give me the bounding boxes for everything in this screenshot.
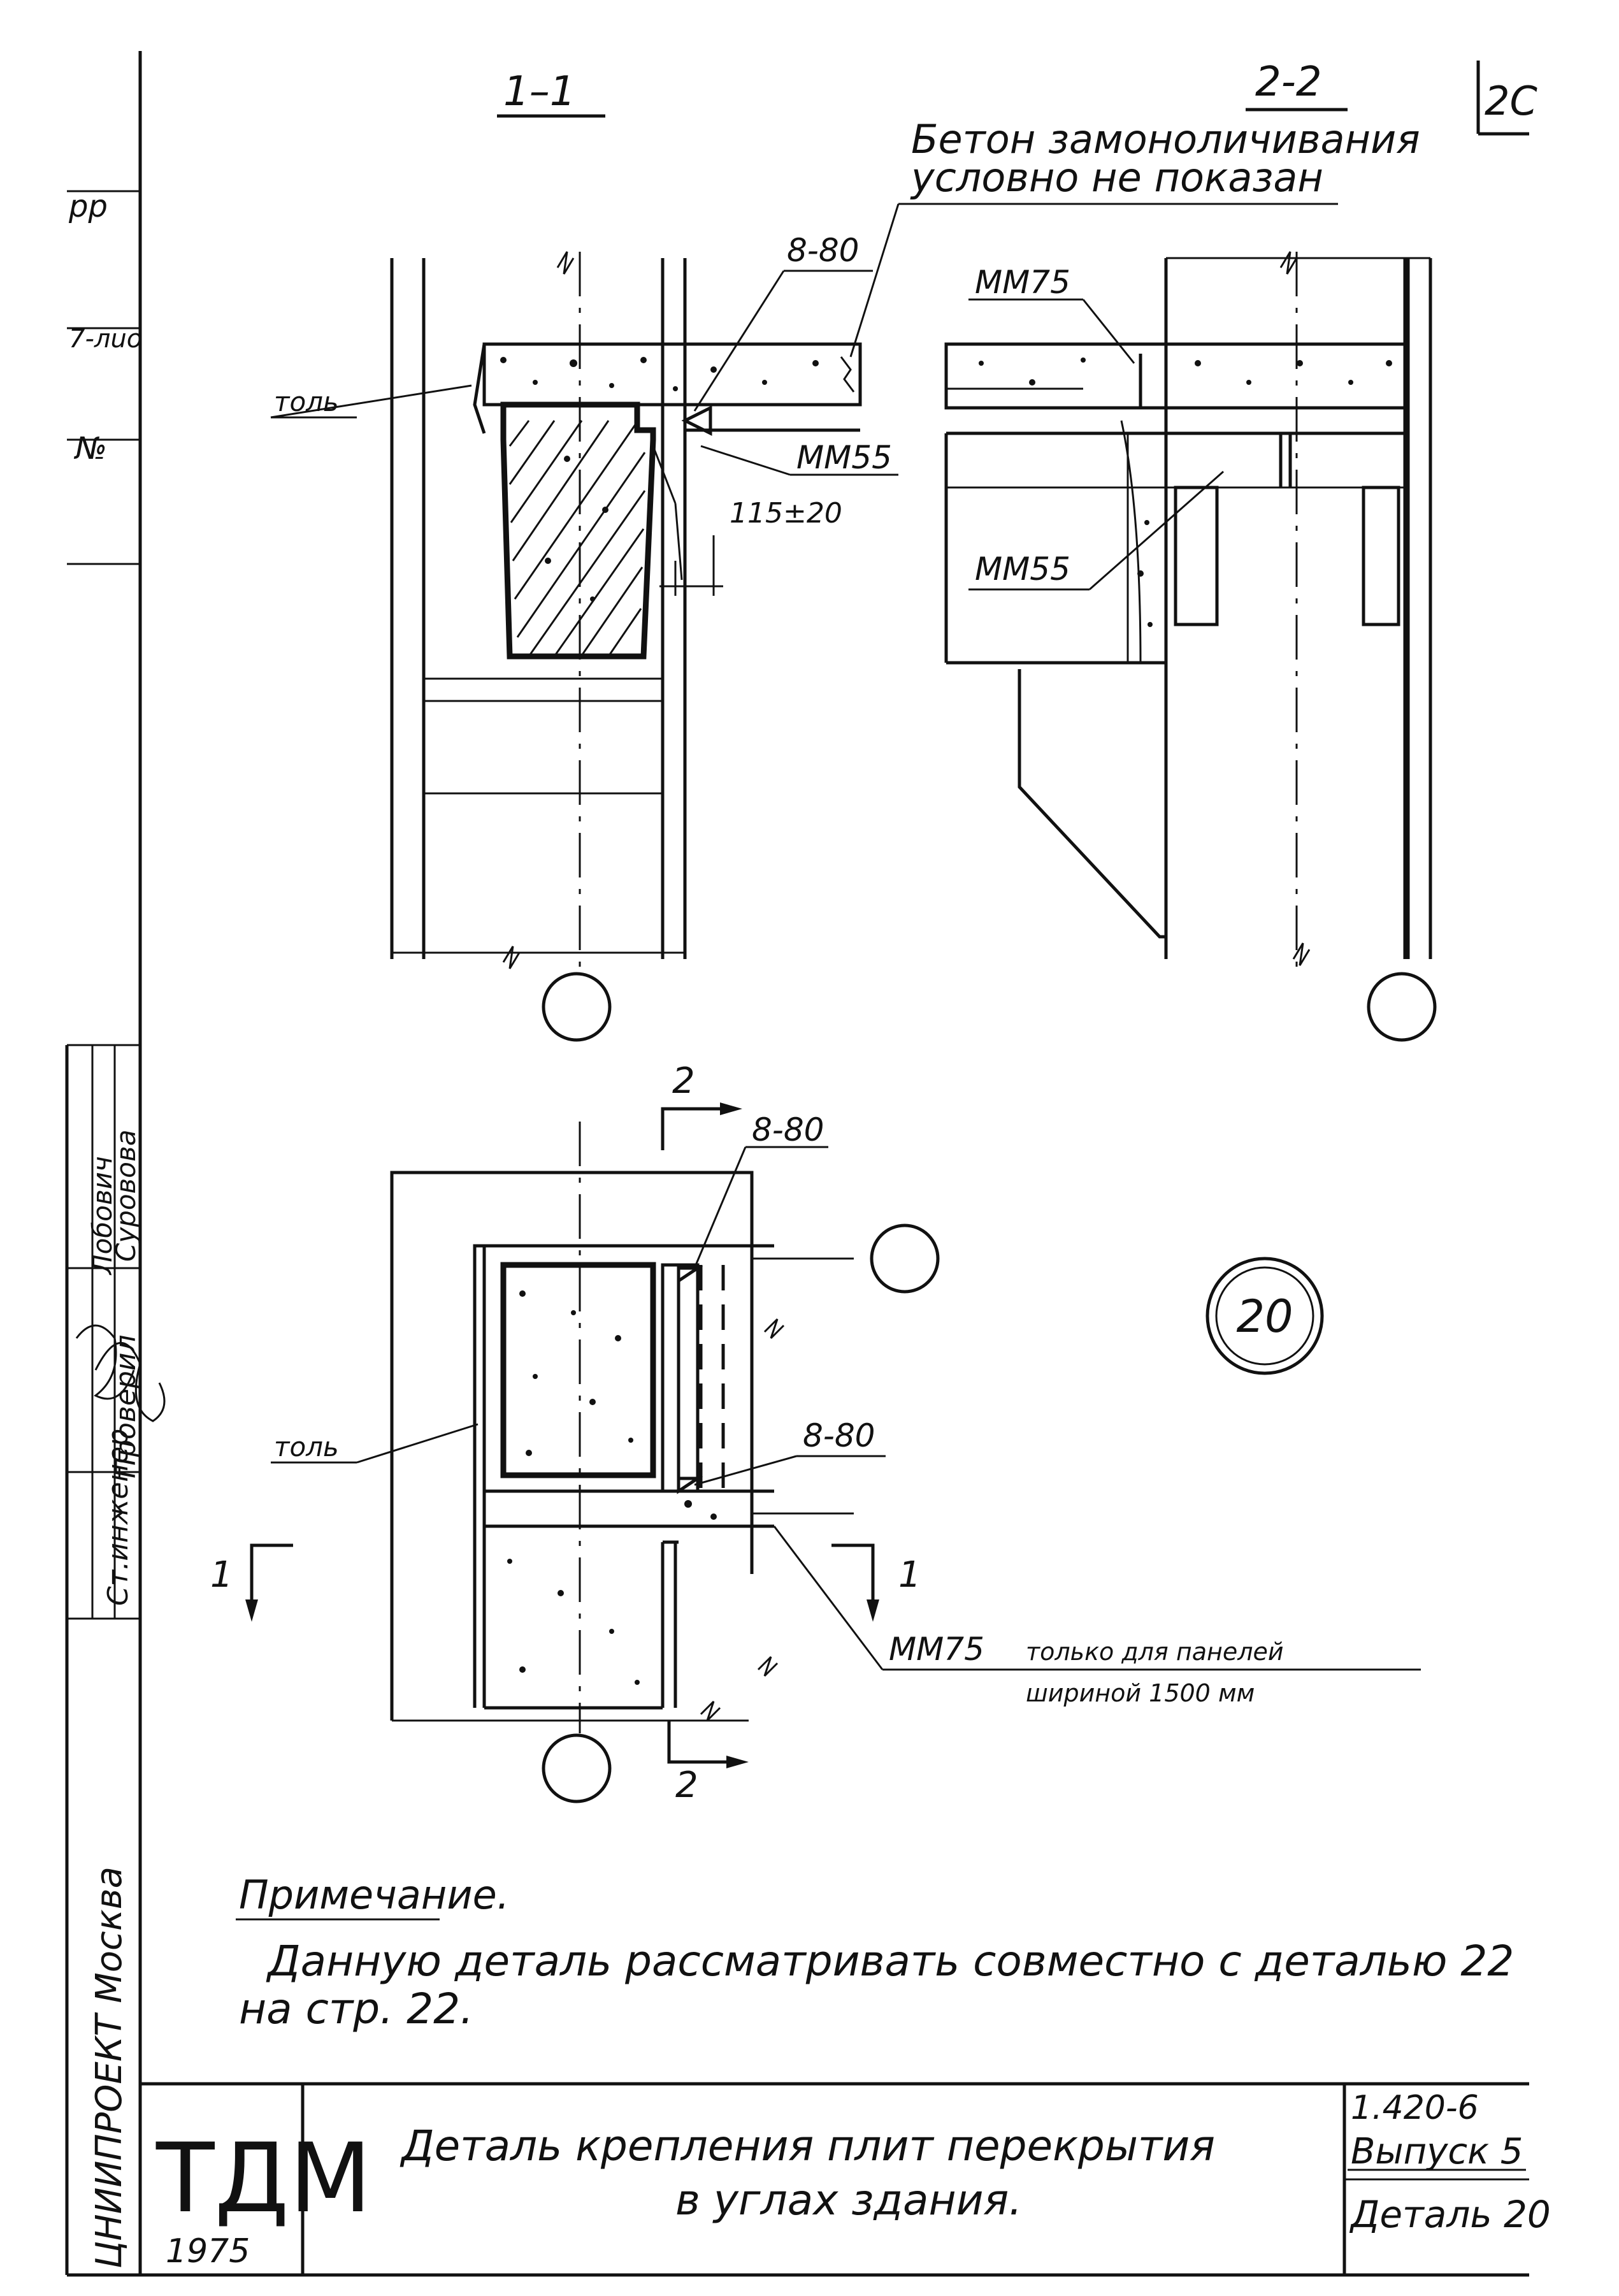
note-text-line-1: Данную деталь рассматривать совместно с …	[266, 1937, 1514, 1986]
concrete-note-line-1: Бетон замоноличивания	[911, 116, 1420, 162]
left-stamp-fragment-2: 7-лuo	[69, 324, 142, 354]
axis-bubble-plan-bottom	[542, 1733, 612, 1803]
mm55-label-1: ММ55	[796, 439, 892, 476]
weld-label-plan-bottom: 8-80	[803, 1417, 875, 1454]
title-series: 1.420-6	[1351, 2089, 1479, 2127]
section-2-2-label: 2-2	[1255, 59, 1322, 106]
detail-bubble-inner	[1215, 1266, 1314, 1366]
title-detail: Деталь 20	[1349, 2193, 1551, 2236]
signature-mark	[75, 1324, 135, 1400]
axis-bubble-plan-right	[870, 1224, 940, 1294]
left-stamp-fragment-3: №	[73, 431, 107, 466]
cut-1-right: 1	[898, 1554, 921, 1596]
roofing-label-plan: толь	[274, 1431, 339, 1462]
detail-number: 20	[1236, 1290, 1293, 1343]
stamp-name-1: Лобович	[87, 1156, 118, 1276]
plan-view: 2 2 1 1	[210, 1060, 1421, 1806]
note-text-line-2: на стр. 22.	[239, 1984, 473, 2033]
left-stamp-fragment-1: pp	[68, 189, 108, 224]
title-year: 1975	[166, 2232, 250, 2271]
cut-1-left: 1	[210, 1554, 233, 1596]
title-line-1: Деталь крепления плит перекрытия	[399, 2121, 1215, 2170]
detail-bubble-outer	[1205, 1257, 1324, 1375]
concrete-note-line-2: условно не показан	[910, 154, 1323, 201]
signature-mark-2	[94, 1342, 166, 1422]
axis-bubble-1	[542, 972, 612, 1042]
section-1-1-label: 1–1	[503, 68, 575, 115]
axis-bubble-2	[1367, 972, 1437, 1042]
stamp-organization: ЦНИИПРОЕКТ Москва	[89, 1866, 130, 2269]
stamp-name-2: Суровова	[110, 1130, 141, 1262]
section-2-2: 2-2 ММ75 ММ55	[944, 59, 1432, 969]
weld-label-plan-top: 8-80	[752, 1111, 824, 1148]
weld-label-1: 8-80	[787, 232, 859, 269]
title-logo: ТДМ	[155, 2123, 371, 2234]
title-line-2: в углах здания.	[675, 2176, 1022, 2225]
dimension-115: 115±20	[730, 497, 842, 530]
sheet-number: 2C	[1485, 78, 1537, 124]
stamp-role-1: Ст.инженер	[102, 1429, 134, 1606]
section-1-1: 1–1	[270, 68, 898, 975]
cut-2-top: 2	[672, 1060, 695, 1102]
mm75-plan-note-2: шириной 1500 мм	[1026, 1679, 1255, 1707]
title-issue: Выпуск 5	[1351, 2131, 1523, 2172]
mm75-label-plan: ММ75	[889, 1631, 984, 1668]
mm55-label-2: ММ55	[975, 551, 1070, 588]
mm75-label-2: ММ75	[975, 264, 1070, 301]
mm75-plan-note-1: только для панелей	[1026, 1638, 1284, 1666]
cut-2-bottom: 2	[675, 1765, 698, 1806]
roofing-label-1: толь	[274, 386, 339, 417]
sheet-frame	[65, 51, 1529, 2277]
note-heading: Примечание.	[239, 1872, 510, 1918]
